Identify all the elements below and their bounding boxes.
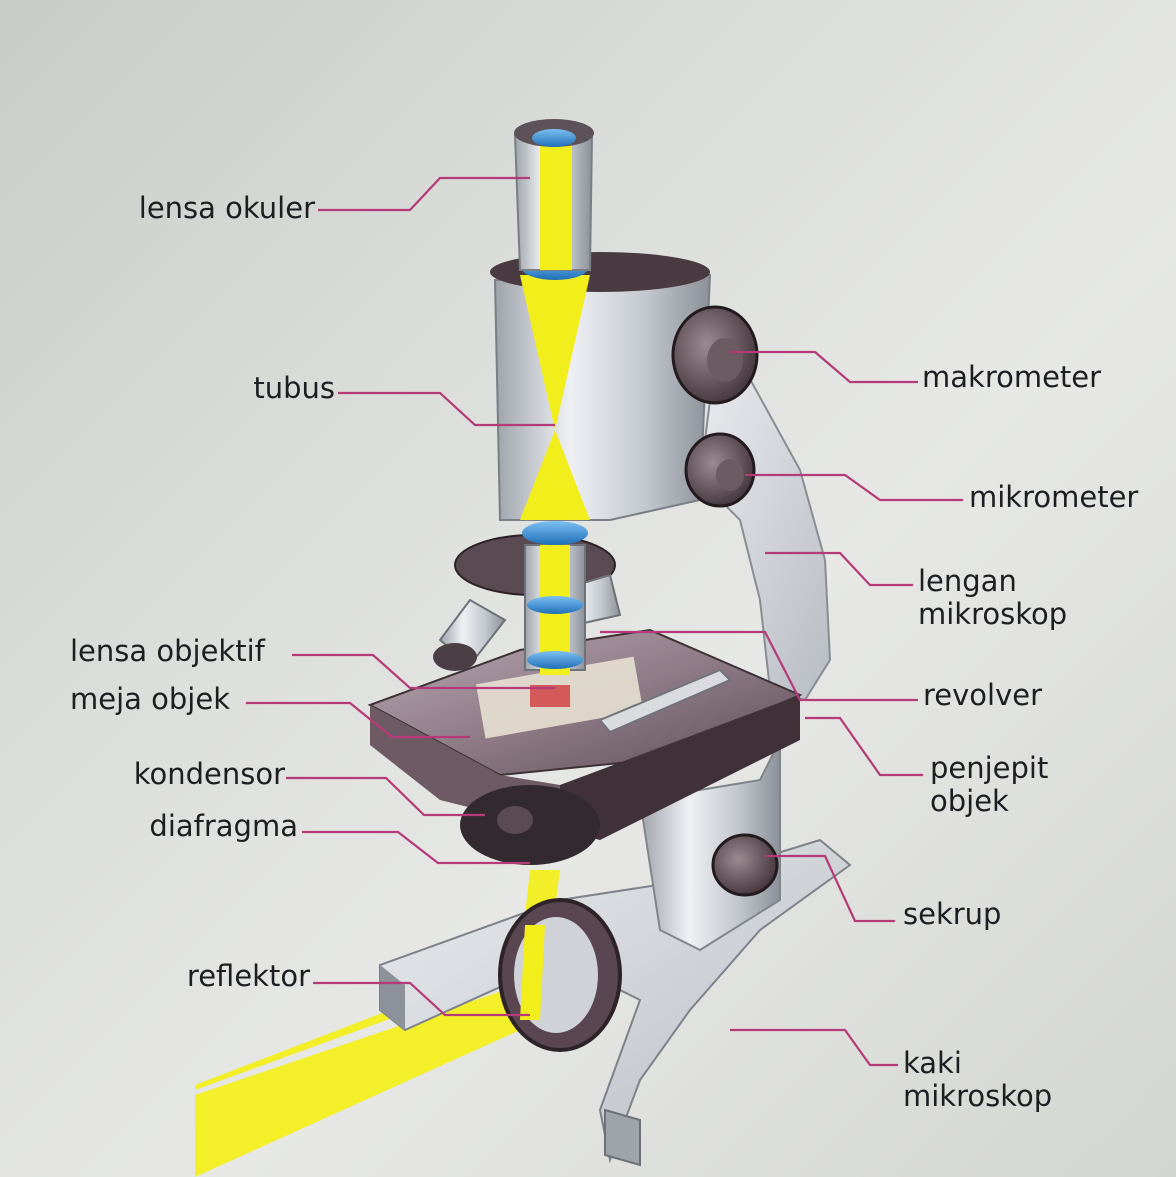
leader-penjepit bbox=[805, 716, 923, 777]
leader-revolver bbox=[600, 630, 918, 702]
label-diafragma: diafragma bbox=[149, 809, 298, 843]
leader-lensa-okuler bbox=[318, 176, 530, 212]
label-lensa-okuler: lensa okuler bbox=[138, 191, 315, 225]
adjust-screw bbox=[711, 833, 779, 897]
leader-lines bbox=[246, 176, 963, 1067]
label-meja-objek: meja objek bbox=[70, 682, 230, 716]
label-lensa-objektif: lensa objektif bbox=[70, 634, 265, 668]
leader-reflektor bbox=[313, 981, 530, 1017]
label-penjepit-objek: penjepit objek bbox=[930, 751, 1049, 819]
leader-tubus bbox=[338, 391, 555, 427]
leader-sekrup bbox=[765, 854, 895, 923]
tube-housing bbox=[493, 273, 712, 521]
pillar bbox=[638, 739, 781, 952]
label-sekrup: sekrup bbox=[903, 897, 1002, 931]
label-mikrometer: mikrometer bbox=[969, 480, 1139, 514]
foot-prong bbox=[604, 1108, 641, 1167]
label-reflektor: reflektor bbox=[186, 959, 310, 993]
leader-meja-objek bbox=[246, 701, 470, 739]
light-beam-ground bbox=[195, 990, 545, 1177]
label-kaki-mikroskop: kaki mikroskop bbox=[903, 1046, 1053, 1114]
leader-lengan bbox=[765, 551, 913, 587]
label-makrometer: makrometer bbox=[922, 360, 1102, 394]
label-kondensor: kondensor bbox=[133, 757, 285, 791]
arm bbox=[698, 368, 832, 702]
leader-kaki bbox=[730, 1028, 898, 1067]
label-revolver: revolver bbox=[923, 678, 1043, 712]
stage-clip bbox=[598, 668, 732, 734]
leader-diafragma bbox=[302, 830, 530, 865]
leader-kondensor bbox=[286, 776, 485, 817]
leader-makrometer bbox=[730, 350, 918, 384]
light-cone bbox=[520, 275, 590, 430]
leader-lensa-objektif bbox=[292, 653, 555, 690]
leader-mikrometer bbox=[745, 473, 963, 502]
foot-edge bbox=[380, 965, 405, 1030]
label-tubus: tubus bbox=[253, 371, 335, 405]
label-lengan-mikroskop: lengan mikroskop bbox=[918, 564, 1068, 632]
